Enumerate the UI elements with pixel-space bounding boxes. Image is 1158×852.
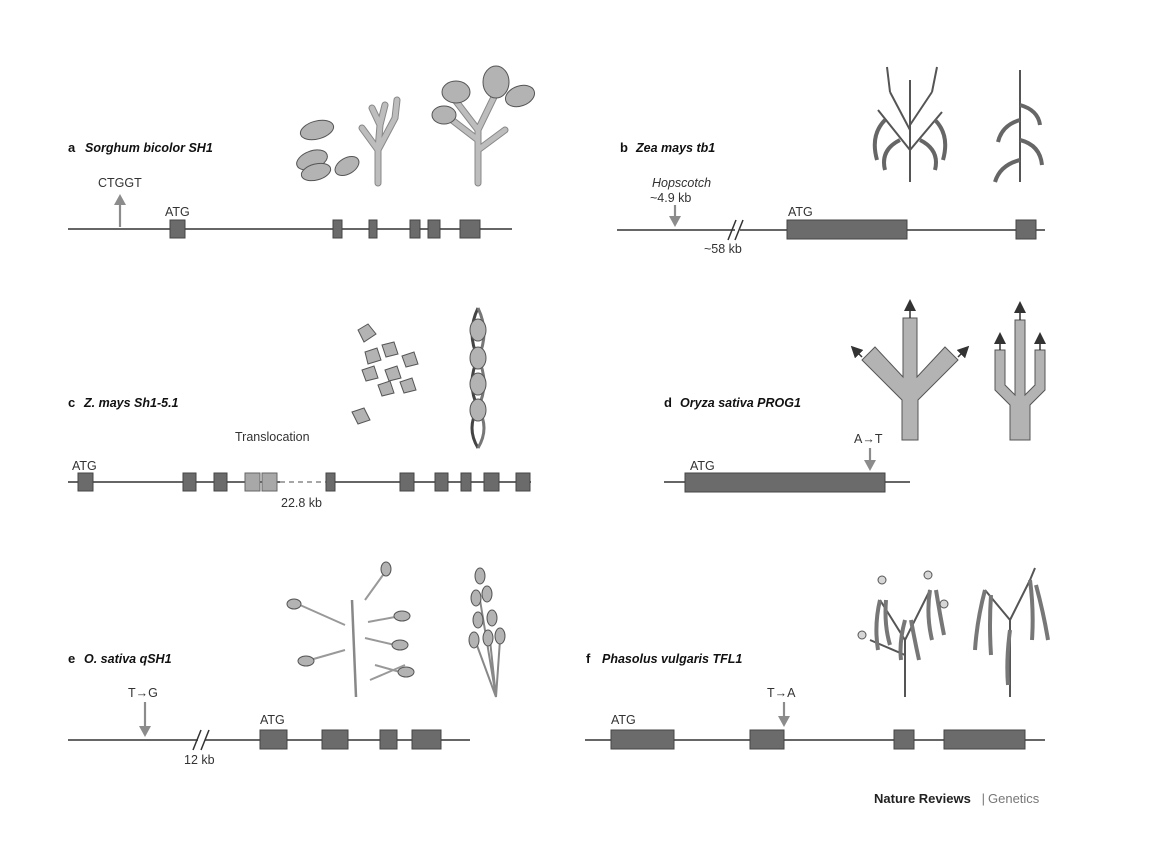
panel-f-exon <box>610 729 675 750</box>
panel-e-distance-label: 12 kb <box>184 753 215 767</box>
panel-a-letter: a <box>68 140 76 155</box>
panel-f-exon <box>749 729 785 750</box>
panel-c-translocated-exon <box>244 472 261 492</box>
panel-a-retained-seeds-illustration <box>431 65 536 187</box>
panel-e-exon <box>259 729 288 750</box>
panel-a-exon <box>368 219 378 239</box>
panel-e-exon <box>321 729 349 750</box>
panel-e-shattered-panicle-illustration <box>286 561 415 698</box>
panel-a-exon <box>169 219 186 239</box>
panel-d: d Oryza sativa PROG1 A→T ATG <box>664 299 1046 493</box>
panel-b: b Zea mays tb1 Hopscotch ~4.9 kb ~58 kb … <box>617 66 1045 256</box>
panel-b-title: Zea mays tb1 <box>635 141 715 155</box>
panel-b-exon <box>786 219 908 240</box>
panel-c-translocated-exon <box>261 472 278 492</box>
panel-c-atg-label: ATG <box>72 459 97 473</box>
footer-section-name: Genetics <box>988 791 1040 806</box>
panel-d-atg-label: ATG <box>690 459 715 473</box>
panel-b-insert-size: ~4.9 kb <box>650 191 691 205</box>
panel-d-letter: d <box>664 395 672 410</box>
panel-e-exon <box>379 729 398 750</box>
panel-c-title: Z. mays Sh1-5.1 <box>83 396 179 410</box>
panel-c-exon <box>460 472 472 492</box>
panel-a-exon <box>459 219 481 239</box>
panel-f-exon <box>893 729 915 750</box>
panel-c-exon <box>77 472 94 492</box>
panel-e-mutation-label: T→G <box>128 686 158 700</box>
panel-e-atg-label: ATG <box>260 713 285 727</box>
panel-b-atg-label: ATG <box>788 205 813 219</box>
footer-journal-name: Nature Reviews <box>874 791 971 806</box>
panel-f-mutation-label: T→A <box>767 686 796 700</box>
panel-c-exon <box>515 472 531 492</box>
panel-a: a Sorghum bicolor SH1 CTGGT ATG <box>68 65 536 239</box>
panel-b-break-mark <box>727 219 737 241</box>
panel-e-letter: e <box>68 651 75 666</box>
panel-c-letter: c <box>68 395 75 410</box>
footer-separator: | <box>978 791 989 806</box>
panel-f-determinate-plant-illustration <box>857 570 949 697</box>
panel-a-shattered-seeds-illustration <box>296 96 401 187</box>
panel-c: c Z. mays Sh1-5.1 Translocation ATG 22.8… <box>68 307 531 510</box>
panel-c-exon <box>213 472 228 492</box>
panel-a-exon <box>332 219 343 239</box>
panel-f: f Phasolus vulgaris TFL1 T→A ATG <box>585 567 1050 750</box>
panel-c-exon <box>325 472 336 492</box>
panel-e-title: O. sativa qSH1 <box>84 652 172 666</box>
panel-e-exon <box>411 729 442 750</box>
panel-b-letter: b <box>620 140 628 155</box>
panel-b-distance-label: ~58 kb <box>704 242 742 256</box>
panel-c-exon <box>182 472 197 492</box>
panel-a-title: Sorghum bicolor SH1 <box>85 141 213 155</box>
panel-f-atg-label: ATG <box>611 713 636 727</box>
panel-d-erect-tillers-illustration <box>994 301 1046 441</box>
panel-c-exon <box>483 472 500 492</box>
panel-f-climbing-plant-illustration <box>973 567 1050 697</box>
panel-c-ear-illustration <box>469 307 487 449</box>
panel-a-exon <box>427 219 441 239</box>
panel-a-mutation-label: CTGGT <box>98 176 142 190</box>
panel-c-loose-kernels-illustration <box>351 323 419 425</box>
panel-a-exon <box>409 219 421 239</box>
panel-e: e O. sativa qSH1 T→G 12 kb ATG <box>68 561 506 767</box>
panel-d-title: Oryza sativa PROG1 <box>680 396 801 410</box>
panel-e-intact-panicle-illustration <box>468 567 506 698</box>
panel-f-letter: f <box>586 651 591 666</box>
panel-d-spreading-tillers-illustration <box>850 299 970 441</box>
panel-c-exon <box>434 472 449 492</box>
panel-d-mutation-label: A→T <box>854 432 883 446</box>
panel-a-atg-label: ATG <box>165 205 190 219</box>
panel-b-single-stalk-plant-illustration <box>993 70 1044 183</box>
panel-f-title: Phasolus vulgaris TFL1 <box>602 652 742 666</box>
panel-b-branched-plant-illustration <box>872 66 948 182</box>
panel-b-insert-label: Hopscotch <box>652 176 711 190</box>
panel-c-event-label: Translocation <box>235 430 310 444</box>
panel-b-exon <box>1015 219 1037 240</box>
panel-c-exon <box>399 472 415 492</box>
panel-f-exon <box>943 729 1026 750</box>
panel-d-exon <box>684 472 886 493</box>
panel-c-size-label: 22.8 kb <box>281 496 322 510</box>
panel-e-break-mark <box>192 729 202 751</box>
